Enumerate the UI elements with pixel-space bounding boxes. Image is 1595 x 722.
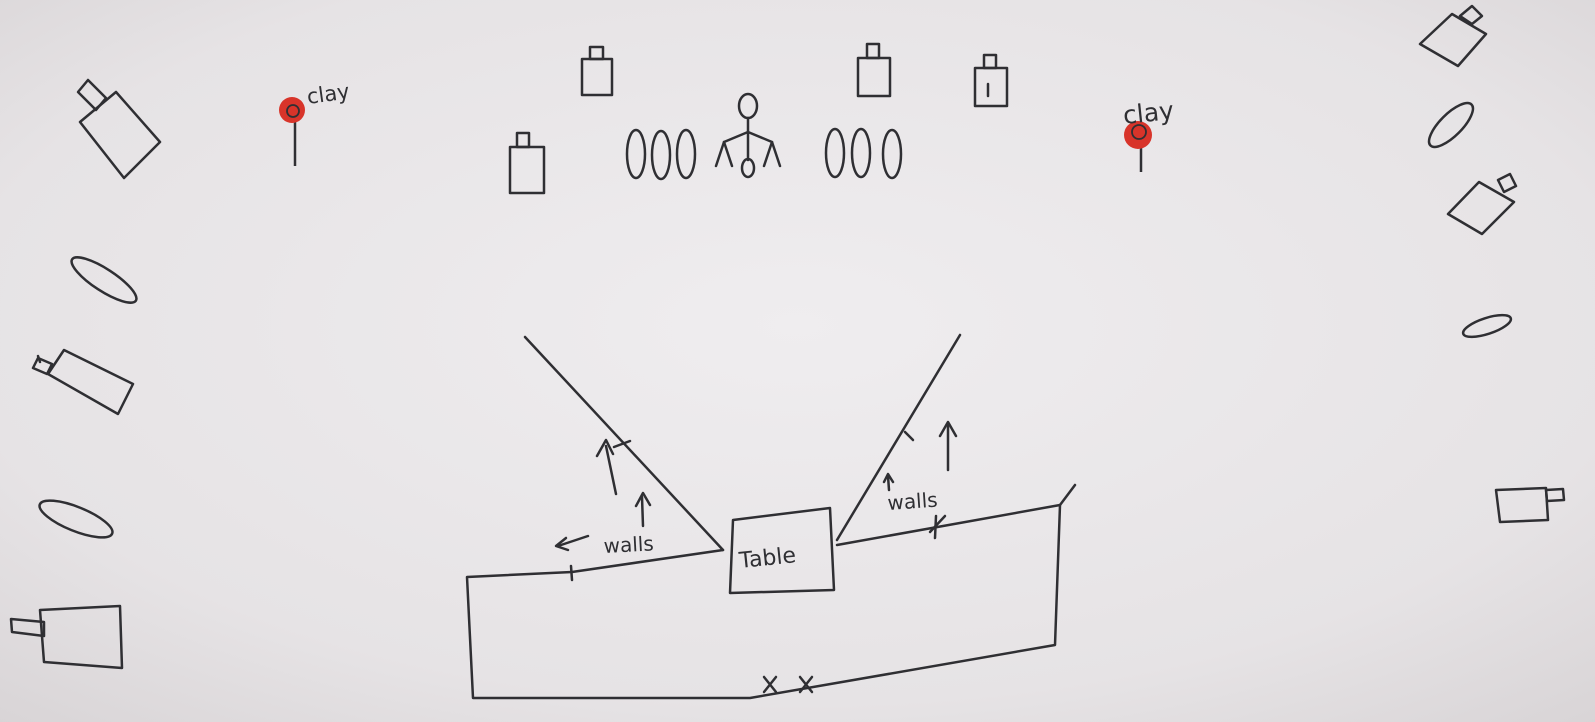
walls-label-right: walls [887, 488, 939, 515]
clay-label-right: clay [1122, 96, 1176, 130]
walls-label-left: walls [603, 531, 654, 558]
